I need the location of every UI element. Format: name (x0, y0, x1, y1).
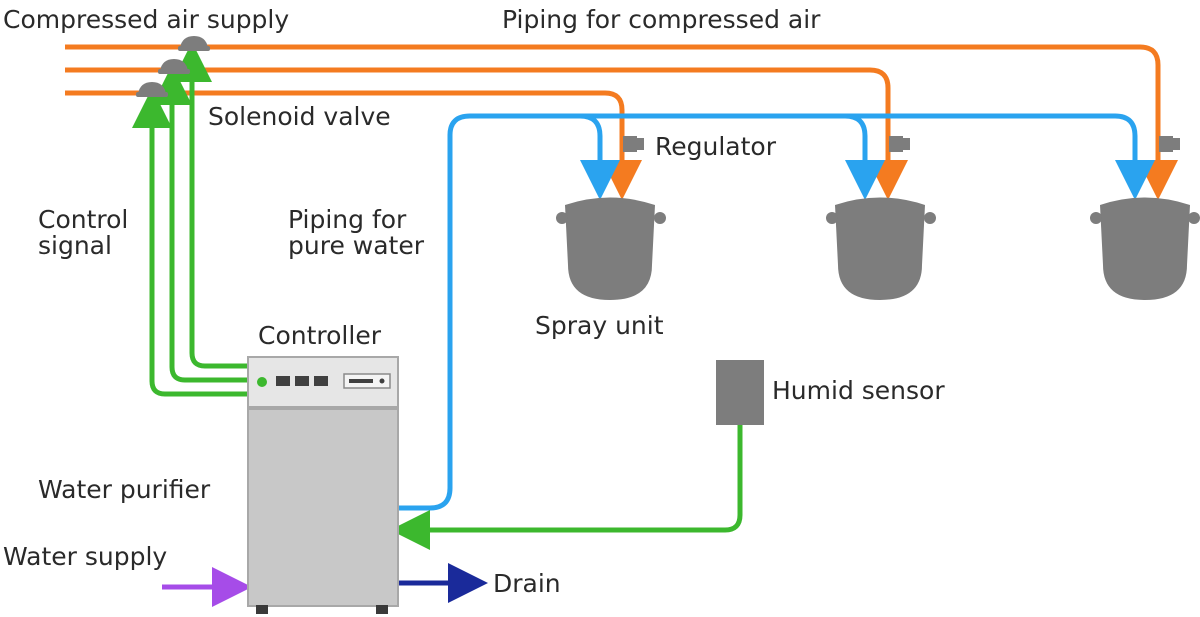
label-water-supply: Water supply (3, 542, 168, 571)
regulator-icon (623, 136, 1180, 152)
label-water-purifier: Water purifier (38, 475, 211, 504)
label-control-signal-line2: signal (38, 231, 112, 260)
label-control-signal-line1: Control (38, 205, 129, 234)
control-signal-lines (132, 42, 743, 550)
label-piping-compressed-air: Piping for compressed air (502, 5, 821, 34)
label-drain: Drain (493, 569, 561, 598)
label-controller: Controller (258, 321, 381, 350)
solenoid-valve-icon (136, 36, 210, 97)
pure-water-piping (398, 113, 1155, 511)
humidity-sensor-icon (716, 360, 764, 425)
compressed-air-piping (65, 44, 1178, 200)
spray-unit-icon (556, 197, 1200, 300)
label-spray-unit: Spray unit (535, 311, 664, 340)
label-compressed-air-supply: Compressed air supply (3, 5, 290, 34)
label-piping-pure-water-line1: Piping for (288, 205, 407, 234)
label-piping-pure-water-line2: pure water (288, 231, 424, 260)
controller-icon (247, 356, 399, 614)
label-humid-sensor: Humid sensor (772, 376, 945, 405)
label-regulator: Regulator (655, 132, 776, 161)
label-solenoid-valve: Solenoid valve (208, 102, 391, 131)
